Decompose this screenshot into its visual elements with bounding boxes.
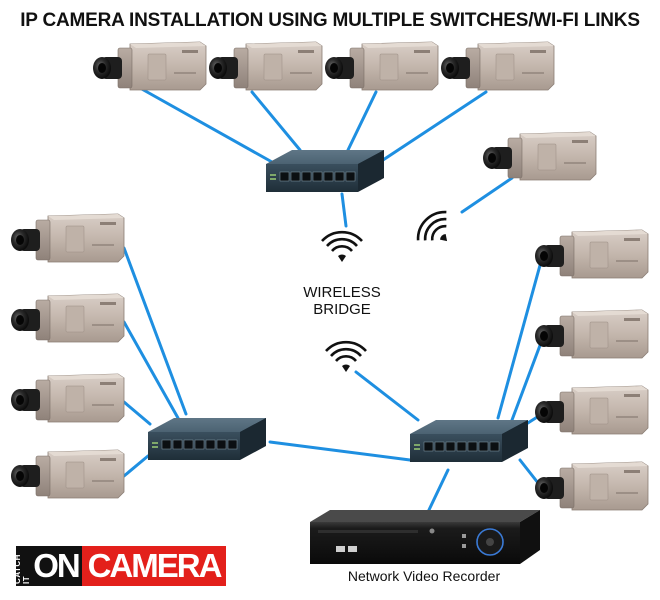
ip-camera-icon: [10, 373, 125, 423]
wifi-signal-icon: [320, 230, 364, 264]
link-cam5-wifi: [460, 176, 514, 214]
ip-camera-icon: [534, 229, 649, 279]
ip-camera-icon: [208, 41, 323, 91]
link-switch-top-bridge: [340, 192, 348, 228]
ip-camera-icon: [534, 385, 649, 435]
nvr-label: Network Video Recorder: [347, 568, 501, 584]
network-switch-icon: [409, 419, 529, 463]
wifi-signal-icon: [410, 204, 463, 257]
network-links: [122, 86, 544, 514]
wifi-signal-icon: [324, 340, 368, 374]
ip-camera-icon: [10, 213, 125, 263]
link-right-cam1-switch: [496, 256, 544, 420]
link-left-cam2-switch: [122, 320, 180, 420]
link-right-switch-nvr: [426, 468, 450, 514]
link-cam2-switch-top: [250, 90, 302, 152]
nvr-icon: [310, 510, 540, 564]
logo-catch-it: CATCH IT: [13, 546, 31, 586]
link-cam4-switch-top: [378, 90, 488, 164]
ip-camera-icon: [534, 461, 649, 511]
network-switch-icon: [147, 417, 267, 461]
link-right-cam2-switch: [510, 338, 544, 422]
wireless-bridge-line2: BRIDGE: [313, 301, 371, 318]
ip-camera-icon: [10, 449, 125, 499]
diagram-title: IP CAMERA INSTALLATION USING MULTIPLE SW…: [20, 10, 640, 31]
ip-camera-icon: [534, 309, 649, 359]
link-cam3-switch-top: [346, 90, 378, 152]
wireless-bridge-line1: WIRELESS: [303, 284, 381, 301]
link-left-cam4-switch: [122, 454, 150, 478]
link-left-switch-right-switch: [268, 440, 412, 462]
logo-on: ON: [30, 546, 82, 586]
network-switch-icon: [265, 149, 385, 193]
ip-camera-icon: [10, 293, 125, 343]
ip-camera-icon: [482, 131, 597, 181]
link-left-cam3-switch: [122, 400, 152, 426]
link-left-cam1-switch: [122, 246, 188, 416]
logo-camera: CAMERA: [82, 546, 226, 586]
ip-camera-icon: [440, 41, 555, 91]
wireless-bridge-label: WIRELESS BRIDGE: [272, 284, 412, 318]
link-cam1-switch-top: [138, 86, 274, 164]
ip-camera-icon: [92, 41, 207, 91]
link-bridge-right-switch: [354, 370, 420, 422]
ip-camera-icon: [324, 41, 439, 91]
